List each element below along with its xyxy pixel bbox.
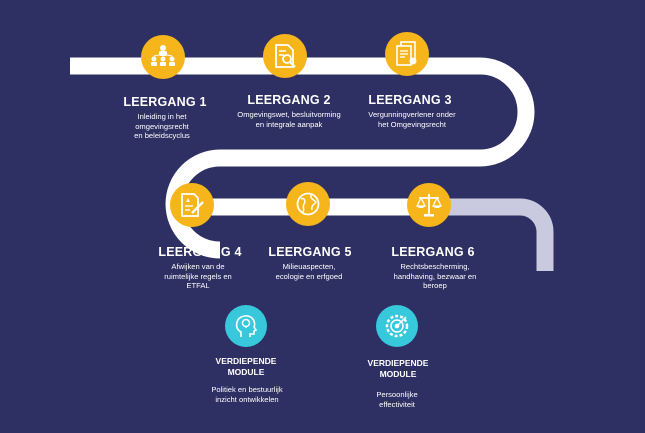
document-edit-icon [181,193,204,217]
node-leergang-1 [141,35,185,79]
people-hierarchy-icon [151,45,175,66]
module-2-title: VERDIEPENDE MODULE [368,358,429,380]
road-end-segment [445,198,554,271]
title-line: MODULE [227,367,265,377]
module-1-title: VERDIEPENDE MODULE [216,356,277,378]
head-lightbulb-icon [235,315,258,337]
desc-line: het Omgevingsrecht [378,119,446,129]
road-segment [70,57,535,259]
leergang-6-desc: Rechtsbescherming, handhaving, bezwaar e… [394,262,477,291]
target-gear-icon [385,314,409,338]
document-search-icon [275,44,296,68]
leergang-1-desc: Inleiding in het omgevingsrecht en belei… [134,112,190,141]
node-leergang-6 [407,183,451,227]
node-module-2 [376,305,418,347]
globe-icon [296,192,320,216]
title-line: MODULE [379,369,417,379]
desc-line: Omgevingswet, besluitvorming [237,110,341,119]
leergang-3-desc: Vergunningverlener onder het Omgevingsre… [368,110,455,129]
node-leergang-4 [170,183,214,227]
permit-documents-icon [396,41,417,66]
desc-line: ruimtelijke regels en [164,271,232,281]
leergang-4-title: LEERGANG 4 [158,245,242,259]
leergang-3-title: LEERGANG 3 [368,93,452,107]
desc-line: Vergunningverlener onder [368,110,456,119]
leergang-2-title: LEERGANG 2 [247,93,331,107]
desc-line: Inleiding in het [137,112,187,121]
node-leergang-2 [263,34,307,78]
leergang-2-desc: Omgevingswet, besluitvorming en integral… [237,110,340,129]
desc-line: Politiek en bestuurlijk [211,385,283,394]
desc-line: Afwijken van de [171,262,225,271]
node-module-1 [225,305,267,347]
module-2-desc: Persoonlijke effectiviteit [376,390,417,409]
desc-line: Persoonlijke [376,390,418,399]
desc-line: inzicht ontwikkelen [215,394,279,404]
leergang-1-title: LEERGANG 1 [123,95,207,109]
desc-line: Milieuaspecten, [282,262,336,271]
leergang-4-desc: Afwijken van de ruimtelijke regels en ET… [164,262,232,291]
desc-line: ETFAL [186,281,210,291]
scales-icon [415,194,443,217]
node-leergang-3 [385,32,429,76]
title-line: VERDIEPENDE [215,356,277,366]
desc-line: handhaving, bezwaar en [393,271,477,281]
desc-line: omgevingsrecht [135,121,189,131]
leergang-6-title: LEERGANG 6 [391,245,475,259]
node-leergang-5 [286,182,330,226]
desc-line: effectiviteit [379,399,415,409]
module-1-desc: Politiek en bestuurlijk inzicht ontwikke… [211,385,282,404]
title-line: VERDIEPENDE [367,358,429,368]
desc-line: beroep [423,281,447,291]
desc-line: Rechtsbescherming, [400,262,470,271]
desc-line: en integrale aanpak [255,119,323,129]
desc-line: ecologie en erfgoed [275,271,343,281]
desc-line: en beleidscyclus [134,131,190,141]
leergang-5-title: LEERGANG 5 [268,245,352,259]
leergang-5-desc: Milieuaspecten, ecologie en erfgoed [276,262,343,281]
